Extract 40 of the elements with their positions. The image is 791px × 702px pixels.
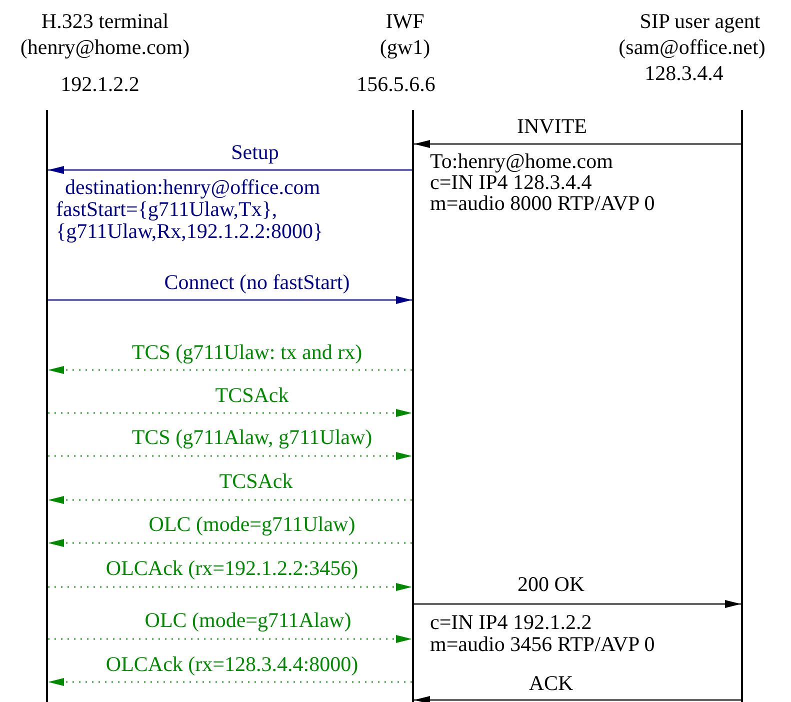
message-arrow — [48, 635, 412, 643]
message-parameter: {g711Ulaw,Rx,192.1.2.2:8000} — [56, 220, 324, 242]
edge-label: OLCAck (rx=128.3.4.4:8000) — [106, 653, 358, 675]
lifeline — [46, 110, 48, 702]
edge-label: TCS (g711Alaw, g711Ulaw) — [132, 426, 372, 448]
participant-name: SIP user agent — [640, 10, 760, 32]
message-parameter: m=audio 8000 RTP/AVP 0 — [430, 192, 655, 214]
message-arrow — [414, 696, 741, 702]
edge-label: OLCAck (rx=192.1.2.2:3456) — [106, 557, 358, 579]
edge-label: TCS (g711Ulaw: tx and rx) — [132, 341, 362, 363]
lifeline — [741, 110, 743, 702]
ip-address: 128.3.4.4 — [644, 62, 724, 84]
message-parameter: m=audio 3456 RTP/AVP 0 — [430, 633, 655, 655]
message-arrow — [48, 678, 412, 686]
message-arrow — [48, 539, 412, 547]
message-parameter: fastStart={g711Ulaw,Tx}, — [56, 198, 278, 220]
message-arrow — [48, 166, 412, 174]
participant-name: H.323 terminal — [41, 10, 169, 32]
participant-name: IWF — [386, 10, 424, 32]
message-arrow — [48, 296, 412, 304]
ip-address: 156.5.6.6 — [356, 73, 436, 95]
message-arrow — [48, 409, 412, 417]
message-arrow — [414, 600, 741, 608]
message-arrow — [48, 452, 412, 460]
participant-address: (henry@home.com) — [20, 36, 190, 58]
edge-label: OLC (mode=g711Alaw) — [144, 609, 352, 631]
message-arrow — [48, 583, 412, 591]
message-arrow — [48, 366, 412, 374]
lifeline — [412, 110, 414, 702]
edge-label: Connect (no fastStart) — [164, 271, 350, 293]
message-parameter: destination:henry@office.com — [65, 176, 320, 198]
edge-label: OLC (mode=g711Ulaw) — [148, 513, 356, 535]
ip-address: 192.1.2.2 — [60, 73, 140, 95]
message-arrow — [48, 496, 412, 504]
participant-address: (gw1) — [380, 36, 430, 58]
participant-address: (sam@office.net) — [618, 36, 766, 58]
message-parameter: c=IN IP4 128.3.4.4 — [430, 171, 592, 193]
message-parameter: c=IN IP4 192.1.2.2 — [430, 611, 592, 633]
message-arrow — [414, 140, 741, 148]
message-parameter: To:henry@home.com — [430, 150, 613, 172]
